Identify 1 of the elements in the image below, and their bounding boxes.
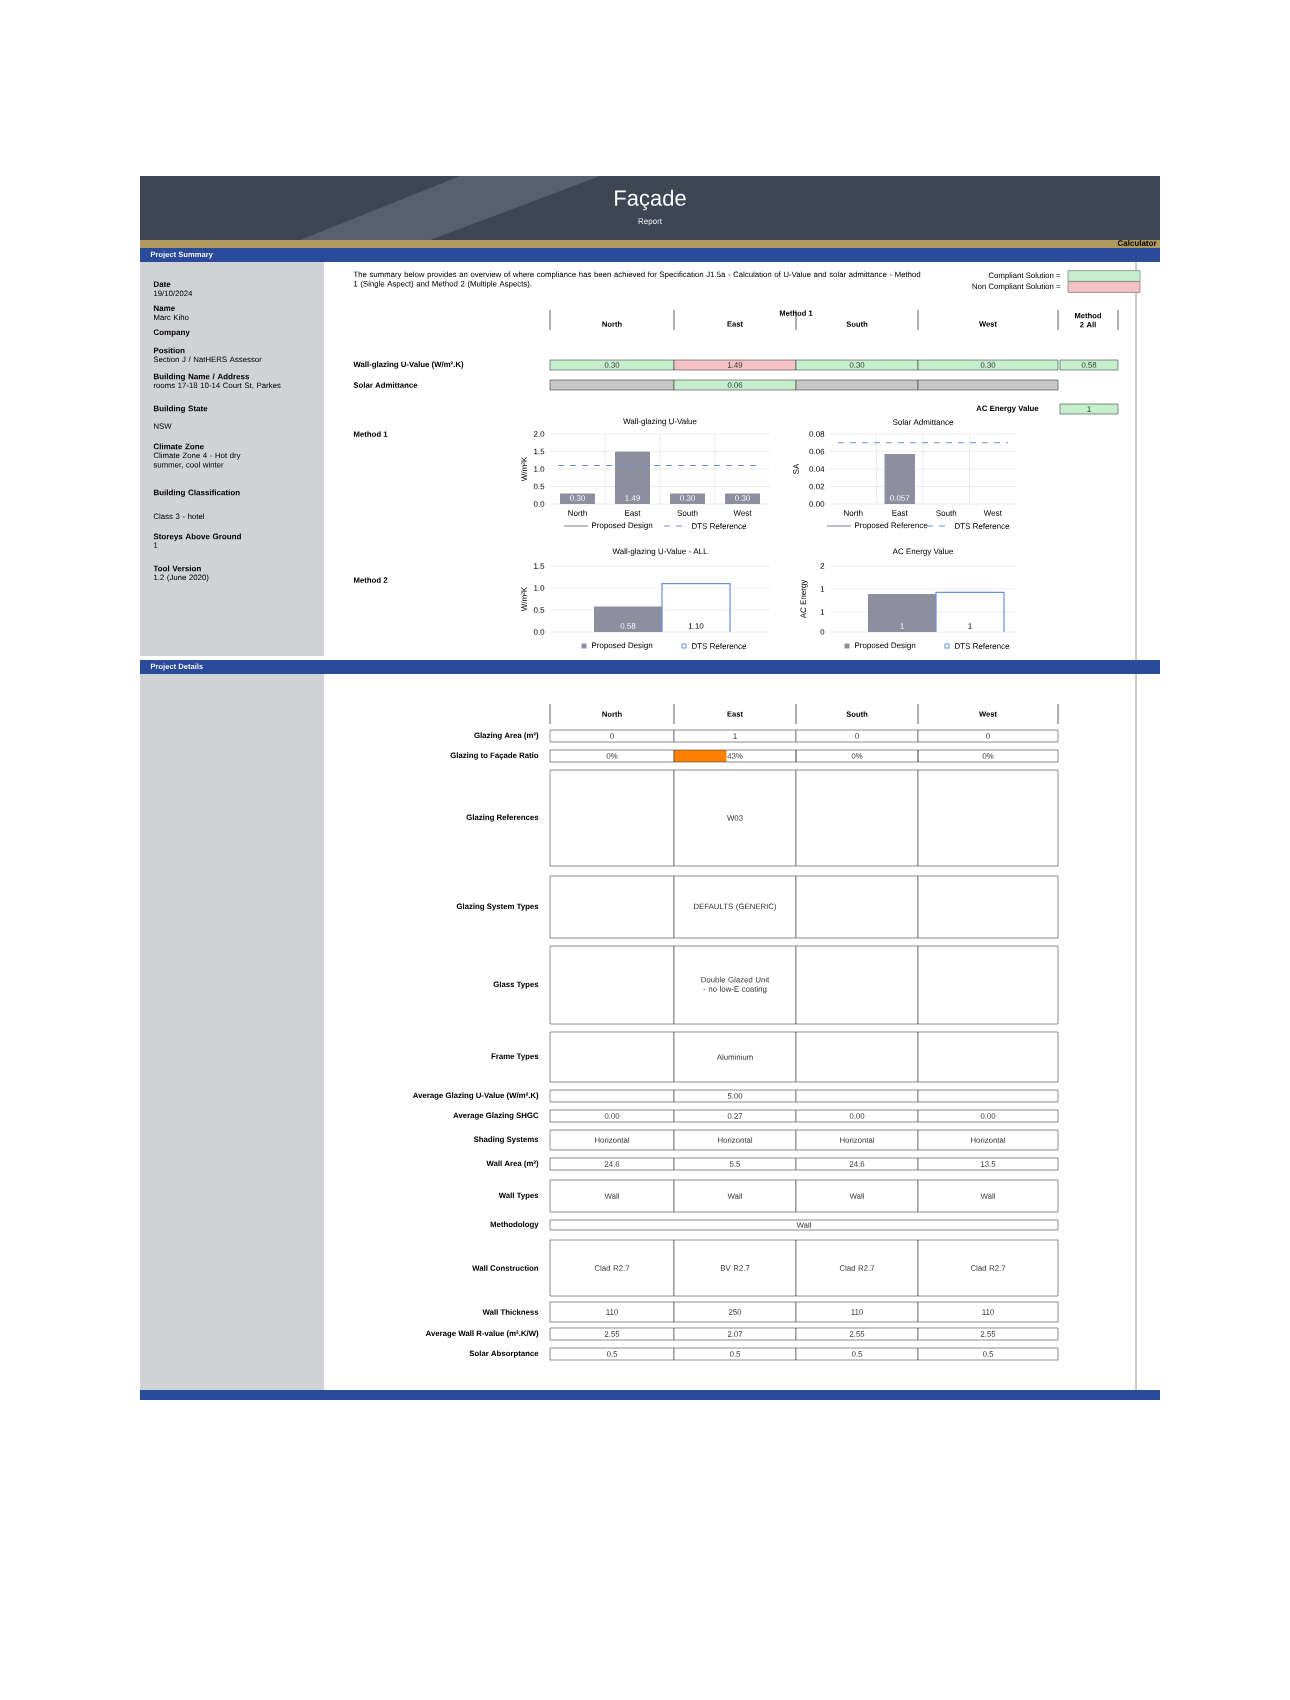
page-title: Façade bbox=[615, 189, 686, 211]
